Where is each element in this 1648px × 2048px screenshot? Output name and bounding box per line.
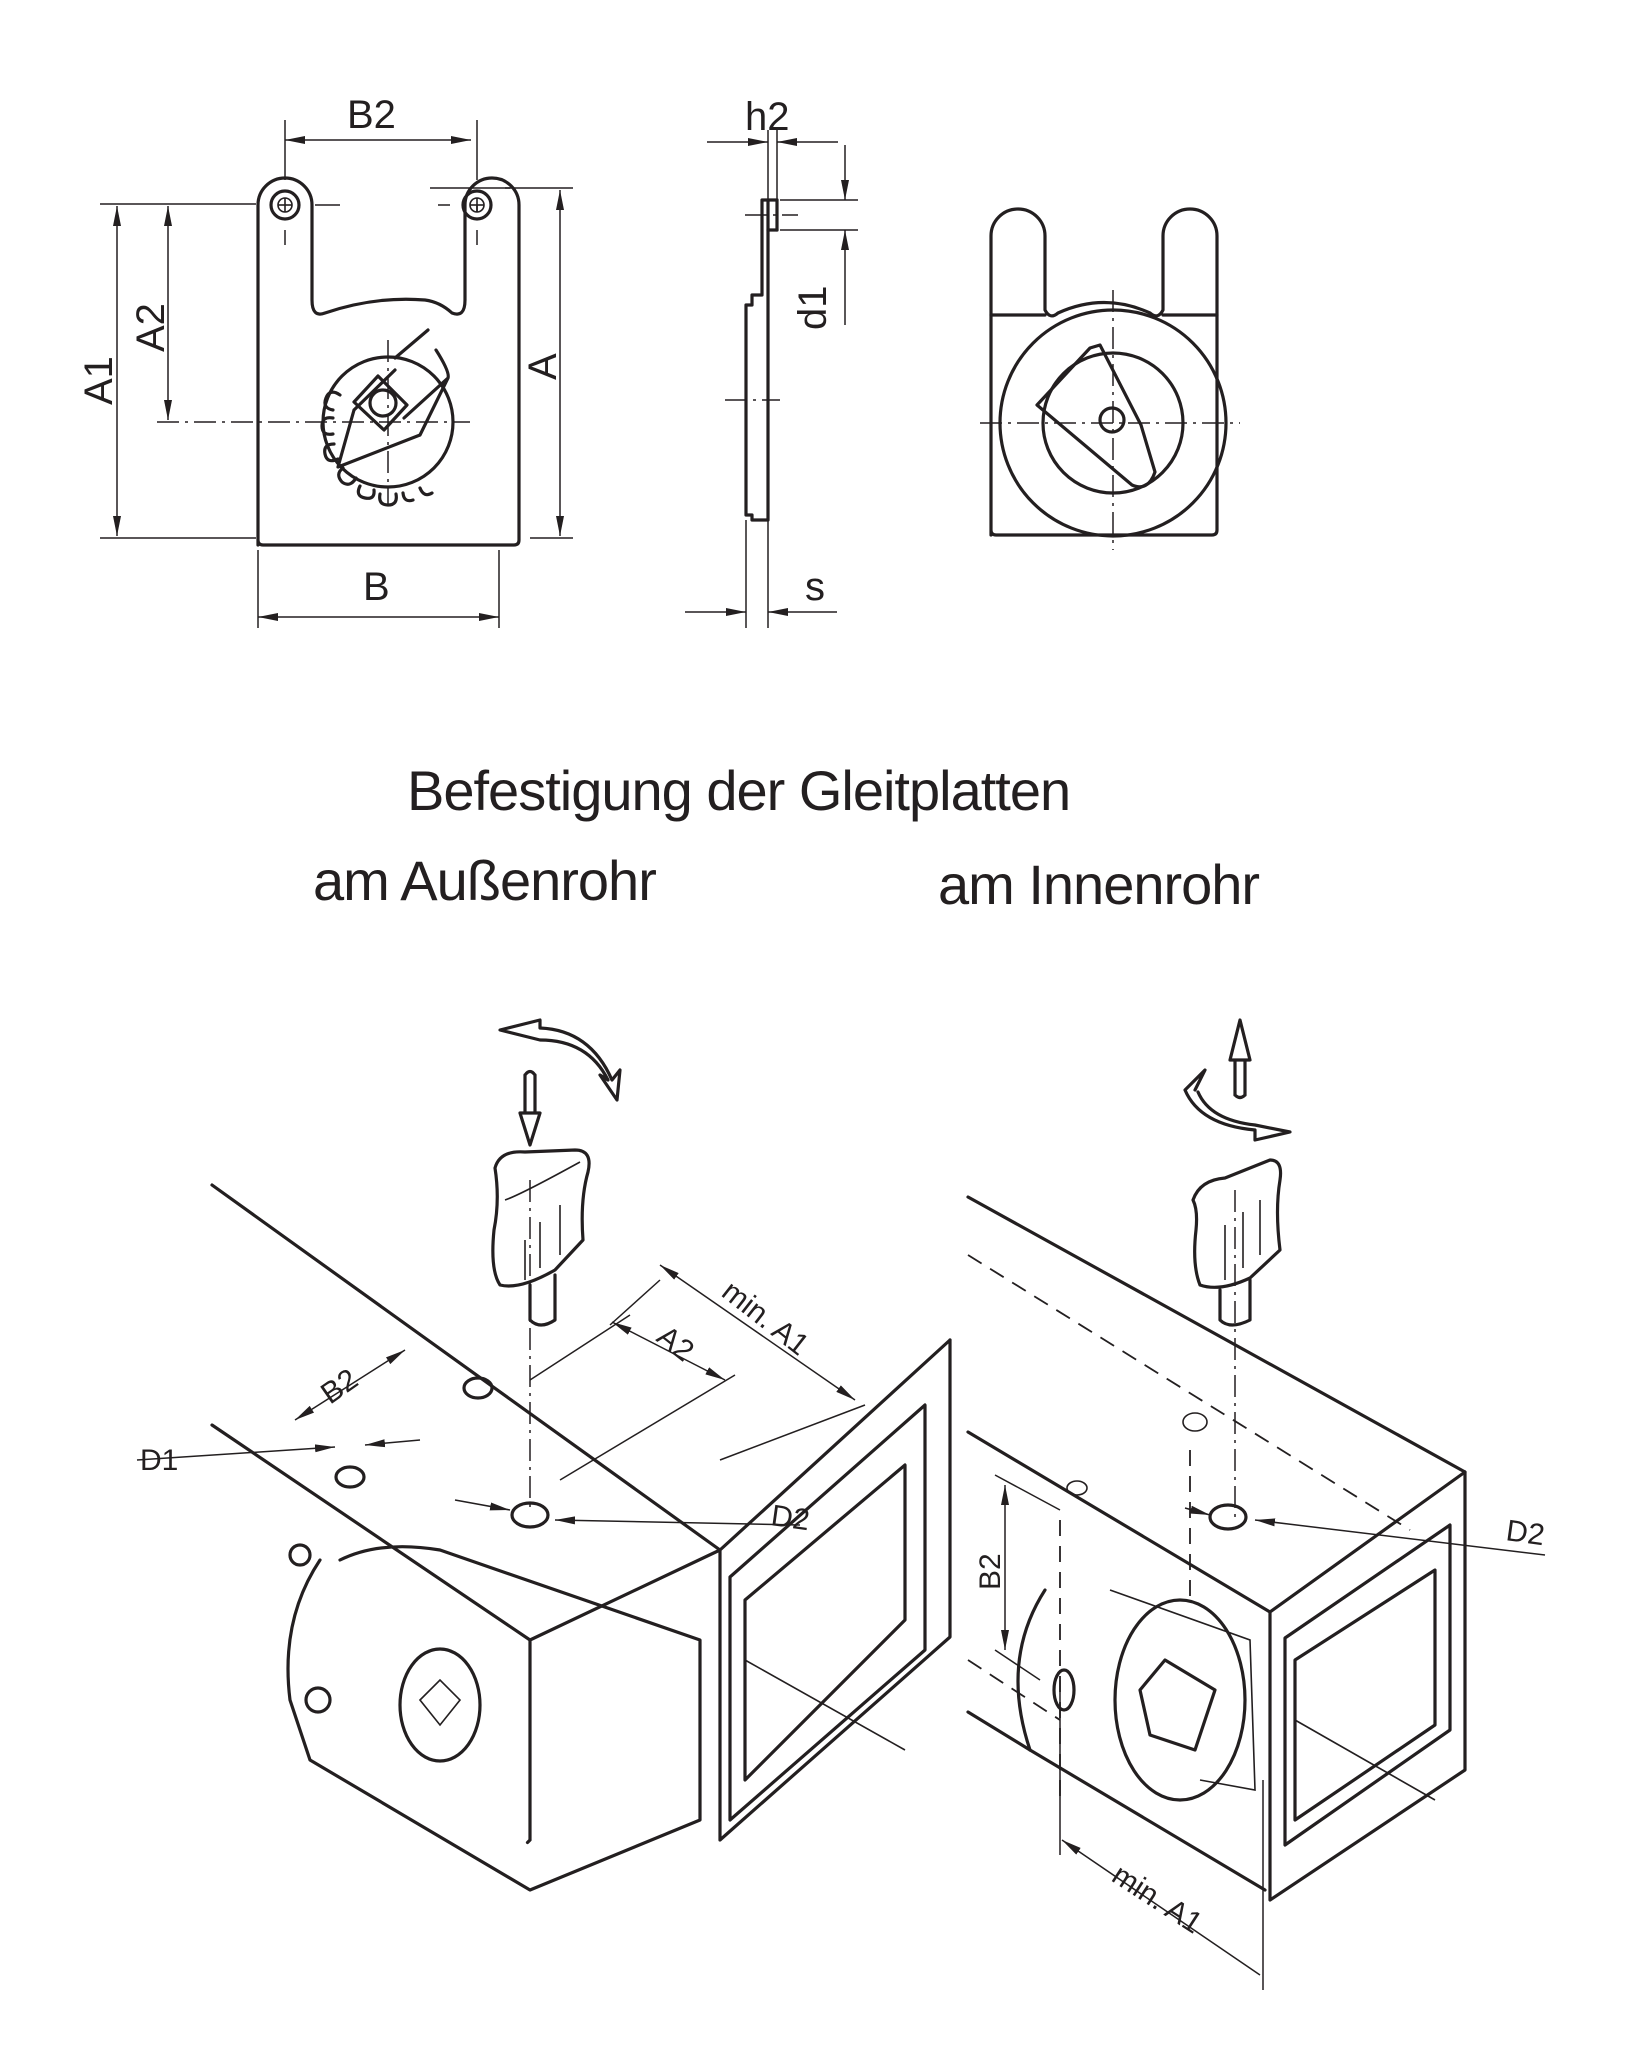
- label-min-a1-left: min. A1: [716, 1275, 815, 1363]
- hole-d2: [510, 1501, 550, 1529]
- heading-title: Befestigung der Gleitplatten: [407, 759, 1071, 822]
- rotate-counterclockwise-arrow-icon: [498, 1018, 622, 1102]
- mount-hole-right: [461, 189, 493, 221]
- right-assembly: B2 min. A1 D2: [966, 1018, 1547, 1990]
- pull-up-arrow-icon: [1228, 1018, 1252, 1100]
- front-view: B2 B A1 A2 A: [77, 93, 573, 628]
- rotate-clockwise-arrow-icon: [1183, 1068, 1292, 1142]
- label-a: A: [521, 353, 565, 380]
- label-h2: h2: [745, 95, 790, 139]
- left-assembly: B2 A2 min. A1 D1 D2: [136, 1018, 952, 1892]
- heading-left-subtitle: am Außenrohr: [313, 849, 657, 912]
- label-min-a1-right: min. A1: [1106, 1858, 1208, 1940]
- label-b2-right: B2: [974, 1553, 1007, 1590]
- hole-top: [462, 1376, 494, 1400]
- rear-cam: [1035, 343, 1157, 489]
- hole-d1: [334, 1465, 366, 1489]
- label-s: s: [805, 565, 825, 609]
- side-profile: [744, 198, 770, 522]
- plate-arc-right: [1016, 1588, 1047, 1752]
- key-shaft: [528, 1273, 557, 1327]
- label-a2: A2: [129, 303, 173, 352]
- key-handle-right: [1191, 1158, 1283, 1289]
- slide-plate-left: [286, 1545, 702, 1892]
- side-view: h2 d1 s: [685, 95, 858, 628]
- heading-right-subtitle: am Innenrohr: [938, 853, 1260, 916]
- cam-right: [1138, 1658, 1217, 1752]
- label-d1: d1: [791, 286, 835, 331]
- inner-tube-end: [1028, 1470, 1467, 1902]
- locking-disc-left: [398, 1647, 482, 1763]
- label-b2: B2: [347, 93, 396, 137]
- outer-tube-end: [525, 1338, 952, 1845]
- mount-hole-left: [269, 189, 301, 221]
- rear-outline: [989, 207, 1219, 537]
- rear-view: [980, 207, 1240, 550]
- tube-opening-right: [1293, 1568, 1437, 1822]
- locking-disc-right: [1113, 1598, 1247, 1802]
- push-down-arrow-icon: [518, 1069, 542, 1147]
- label-a1: A1: [77, 356, 121, 405]
- cam-lever: [336, 328, 450, 469]
- label-d2-left: D2: [769, 1499, 812, 1537]
- key-handle: [491, 1148, 591, 1288]
- tube-opening: [743, 1463, 907, 1782]
- label-d2-right: D2: [1504, 1514, 1547, 1552]
- label-a2-left: A2: [651, 1320, 700, 1369]
- hole-d2-right: [1208, 1503, 1248, 1531]
- label-b: B: [363, 565, 390, 609]
- plate-outline: [256, 176, 521, 547]
- label-d1-left: D1: [140, 1444, 178, 1477]
- label-b2-left: B2: [315, 1363, 364, 1411]
- square-drive: [352, 374, 409, 432]
- key-shaft-right: [1218, 1278, 1252, 1327]
